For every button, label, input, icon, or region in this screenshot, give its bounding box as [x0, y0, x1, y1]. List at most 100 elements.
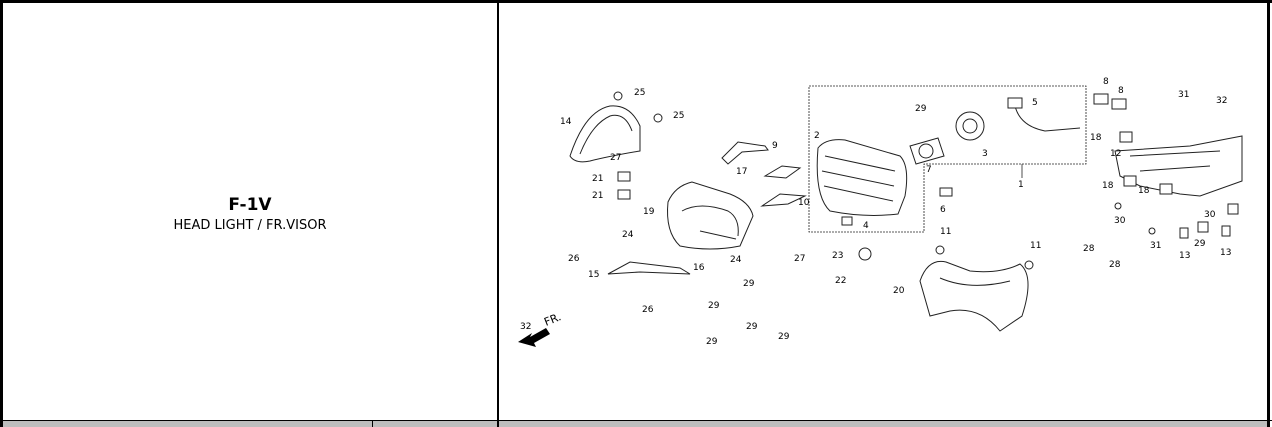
callout-number: 2 — [814, 131, 820, 141]
clip-6 — [939, 187, 953, 197]
collar-13b — [1221, 225, 1231, 237]
callout-number: 29 — [915, 104, 927, 114]
callout-number: 30 — [1204, 210, 1216, 220]
clamp-8b — [1111, 98, 1127, 110]
callout-number: 29 — [746, 322, 758, 332]
washer-31b — [1148, 227, 1156, 235]
callout-number: 13 — [1179, 251, 1190, 261]
grommet-25b — [653, 113, 663, 123]
callout-number: 3 — [982, 149, 988, 159]
socket-cover-part — [955, 111, 985, 141]
callout-number: 27 — [794, 254, 805, 264]
panel-divider — [497, 3, 499, 421]
table-cell-divider — [497, 421, 499, 427]
grommet-30b — [1227, 203, 1239, 215]
gear-23 — [858, 247, 872, 261]
callout-number: 26 — [642, 305, 654, 315]
headlight-stay-frame — [1114, 135, 1243, 197]
table-cell-divider — [372, 421, 373, 427]
assembly-box-outline — [808, 85, 1087, 233]
windscreen-inner-line — [579, 114, 633, 155]
headlight-lens-part — [816, 139, 908, 216]
callout-number: 4 — [863, 221, 869, 231]
callout-number: 5 — [1032, 98, 1038, 108]
callout-number: 11 — [940, 227, 951, 237]
bracket-10-part — [760, 193, 807, 207]
clamp-8a — [1093, 93, 1109, 105]
callout-number: 25 — [634, 88, 645, 98]
callout-number: 28 — [1109, 260, 1121, 270]
grommet-25a — [613, 91, 623, 101]
nut-11b — [1024, 260, 1034, 270]
callout-number: 32 — [520, 322, 531, 332]
callout-number: 29 — [1194, 239, 1206, 249]
lower-cover-inner — [939, 277, 1011, 286]
callout-number: 21 — [592, 191, 603, 201]
callout-number: 26 — [568, 254, 580, 264]
callout-number: 31 — [1178, 90, 1189, 100]
callout-number: 19 — [643, 207, 655, 217]
front-direction-label: FR. — [542, 310, 563, 328]
bracket-17-part — [763, 165, 802, 179]
callout-number: 24 — [730, 255, 742, 265]
callout-number: 7 — [926, 165, 932, 175]
callout-number: 8 — [1118, 86, 1124, 96]
callout-number: 22 — [835, 276, 846, 286]
callout-number: 28 — [1083, 244, 1095, 254]
callout-number: 16 — [693, 263, 705, 273]
nut-11a — [935, 245, 945, 255]
table-row-strip — [3, 421, 1267, 427]
callout-number: 14 — [560, 117, 572, 127]
callout-number: 31 — [1150, 241, 1161, 251]
callout-number: 9 — [772, 141, 778, 151]
grommet-18b — [1123, 175, 1137, 187]
callout-number: 21 — [592, 174, 603, 184]
exploded-parts-diagram: 1 2 3 4 5 6 7 8 8 9 10 11 11 12 13 13 14… — [500, 6, 1266, 418]
callout-number: 20 — [893, 286, 905, 296]
lower-cover-part — [919, 260, 1029, 332]
callout-number: 15 — [588, 270, 599, 280]
section-code: F-1V — [228, 195, 272, 215]
frame-bottom-rule — [0, 420, 1272, 421]
stay-frame-ribs — [1129, 150, 1221, 172]
callout-number: 10 — [798, 198, 810, 208]
callout-number: 29 — [706, 337, 718, 347]
clip-21b — [617, 189, 631, 200]
bracket-9-part — [721, 141, 769, 165]
stay-15-part — [607, 261, 691, 275]
callout-number: 25 — [673, 111, 684, 121]
callout-number: 29 — [708, 301, 720, 311]
callout-number: 1 — [1018, 180, 1024, 190]
section-title-panel: F-1V HEAD LIGHT / FR.VISOR — [3, 3, 497, 421]
callout-number: 23 — [832, 251, 843, 261]
section-name: HEAD LIGHT / FR.VISOR — [173, 218, 327, 233]
harness-connector — [1007, 97, 1023, 109]
callout-number: 17 — [736, 167, 747, 177]
callout-number: 8 — [1103, 77, 1109, 87]
grommet-18a — [1119, 131, 1133, 143]
visor-inner-line — [681, 205, 739, 237]
frame-top-border — [0, 0, 1272, 3]
windscreen-part — [569, 105, 641, 163]
washer-31a — [1114, 202, 1122, 210]
collar-13a — [1179, 227, 1189, 239]
clip-4 — [841, 216, 853, 226]
callout-number: 6 — [940, 205, 946, 215]
callout-number: 18 — [1102, 181, 1114, 191]
callout-number: 18 — [1090, 133, 1102, 143]
clip-21a — [617, 171, 631, 182]
callout-number: 11 — [1030, 241, 1041, 251]
callout-number: 30 — [1114, 216, 1126, 226]
grommet-18c — [1159, 183, 1173, 195]
frame-right-border — [1267, 0, 1270, 427]
front-direction-arrow — [518, 328, 550, 347]
callout-number: 12 — [1110, 149, 1121, 159]
bulb-socket — [918, 143, 934, 159]
lens-pattern — [821, 155, 896, 202]
callout-number: 27 — [610, 153, 621, 163]
callout-number: 13 — [1220, 248, 1231, 258]
frame-left-border — [0, 0, 3, 427]
callout-number: 32 — [1216, 96, 1227, 106]
callout-number: 24 — [622, 230, 634, 240]
